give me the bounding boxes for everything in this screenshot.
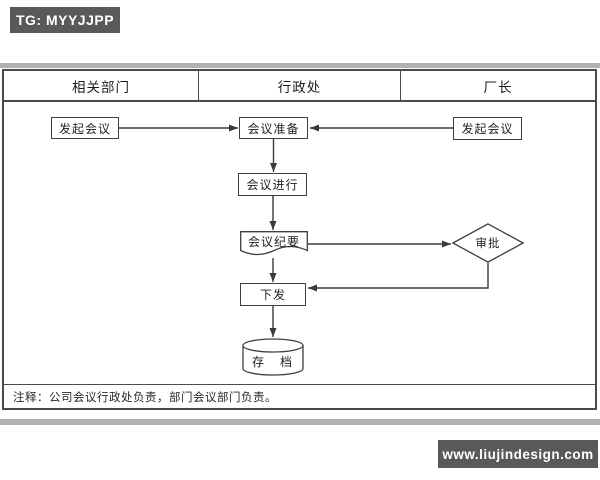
- node-label: 审批: [475, 238, 501, 250]
- node-distribute: 下发: [240, 283, 306, 306]
- document-shape: [240, 231, 308, 256]
- node-archive: 存 档: [242, 338, 304, 376]
- node-label: 存 档: [251, 354, 294, 369]
- lane-header-related-departments: 相关部门: [4, 71, 199, 100]
- diamond-shape: [452, 223, 524, 263]
- flowchart-note: 注释：公司会议行政处负责，部门会议部门负责。: [4, 384, 595, 408]
- node-approval: 审批: [452, 223, 524, 263]
- node-meeting-minutes: 会议纪要: [240, 231, 308, 259]
- cylinder-shape: [242, 338, 304, 376]
- lane-header-admin-office: 行政处: [199, 71, 401, 100]
- lane-header-row: 相关部门 行政处 厂长: [4, 71, 595, 102]
- node-label: 会议纪要: [247, 235, 300, 249]
- node-initiate-meeting-left: 发起会议: [51, 117, 119, 139]
- lane-header-factory-director: 厂长: [483, 79, 513, 95]
- watermark-badge: www.liujindesign.com: [438, 440, 598, 468]
- image-edge-bottom: [0, 419, 600, 425]
- image-edge-top: [0, 63, 600, 68]
- node-initiate-meeting-right: 发起会议: [453, 117, 522, 140]
- node-meeting-in-progress: 会议进行: [238, 173, 307, 196]
- node-meeting-preparation: 会议准备: [239, 117, 308, 139]
- source-tag-badge: TG: MYYJJPP: [10, 7, 120, 33]
